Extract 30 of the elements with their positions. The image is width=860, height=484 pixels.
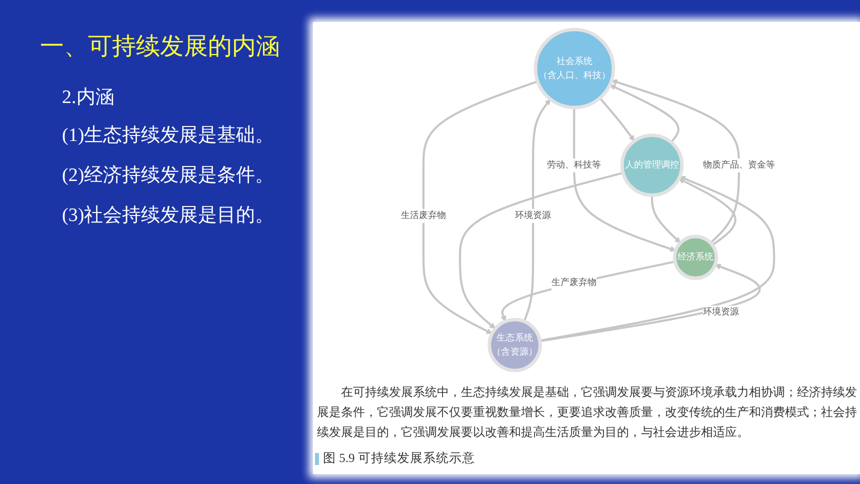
figure-panel: 劳动、科技等 物质产品、资金等 生活废弃物 环境资源 生产废弃物 环境资源 社会系统 （含人口、科技） 人的管理调控 经济系统 生态系统 （含资源） 在可持续发展系统中，生态持续发展是基础，它强调发展要与资源环境承载力相协调；经济持续发展是条件，它强调发展不仅要重视数量增长，更要追求改善质量，改变传统的生产和消费模式；社会持续发展是目的，它强调发展要以改善和提高生活质量为目的，与社会进步相适应。 图 5.9 可持续发展系统示意 xyxy=(313,22,860,474)
arrow xyxy=(500,260,676,322)
node-circle xyxy=(534,28,616,110)
edge-label: 生产废弃物 xyxy=(551,277,597,288)
arrow xyxy=(611,79,740,244)
list-item: (1)生态持续发展是基础。 xyxy=(62,124,274,148)
edge-label: 环境资源 xyxy=(514,210,552,221)
arrow xyxy=(540,264,761,342)
edge-label: 生活废弃物 xyxy=(400,210,446,221)
list-item: (3)社会持续发展是目的。 xyxy=(62,204,274,228)
edge-label: 劳动、科技等 xyxy=(546,160,602,170)
node-circle xyxy=(620,134,684,197)
arrow xyxy=(650,195,681,244)
figure-caption: 图 5.9 可持续发展系统示意 xyxy=(323,450,475,467)
section-heading: 2.内涵 xyxy=(62,86,114,110)
node-circle xyxy=(488,318,542,372)
arrow xyxy=(540,176,776,342)
edge-label: 环境资源 xyxy=(702,307,740,318)
edge-label: 物质产品、资金等 xyxy=(702,160,776,170)
arrow xyxy=(573,107,676,252)
node-circle xyxy=(672,234,718,280)
arrow xyxy=(458,172,624,329)
arrow xyxy=(422,80,538,334)
paragraph: 在可持续发展系统中，生态持续发展是基础，它强调发展要与资源环境承载力相协调；经济持续发展是条件，它强调发展不仅要重视数量增长，更要追求改善质量，改变传统的生产和消费模式；社会持续发展是目的，它强调发展要以改善和提高生活质量为目的，与社会进步相适应。 xyxy=(317,384,857,441)
arrow xyxy=(523,98,551,322)
list-item: (2)经济持续发展是条件。 xyxy=(62,164,274,188)
arrow xyxy=(610,84,680,143)
arrow xyxy=(678,178,736,246)
arrow xyxy=(599,97,635,142)
slide-title: 一、可持续发展的内涵 xyxy=(40,31,280,62)
